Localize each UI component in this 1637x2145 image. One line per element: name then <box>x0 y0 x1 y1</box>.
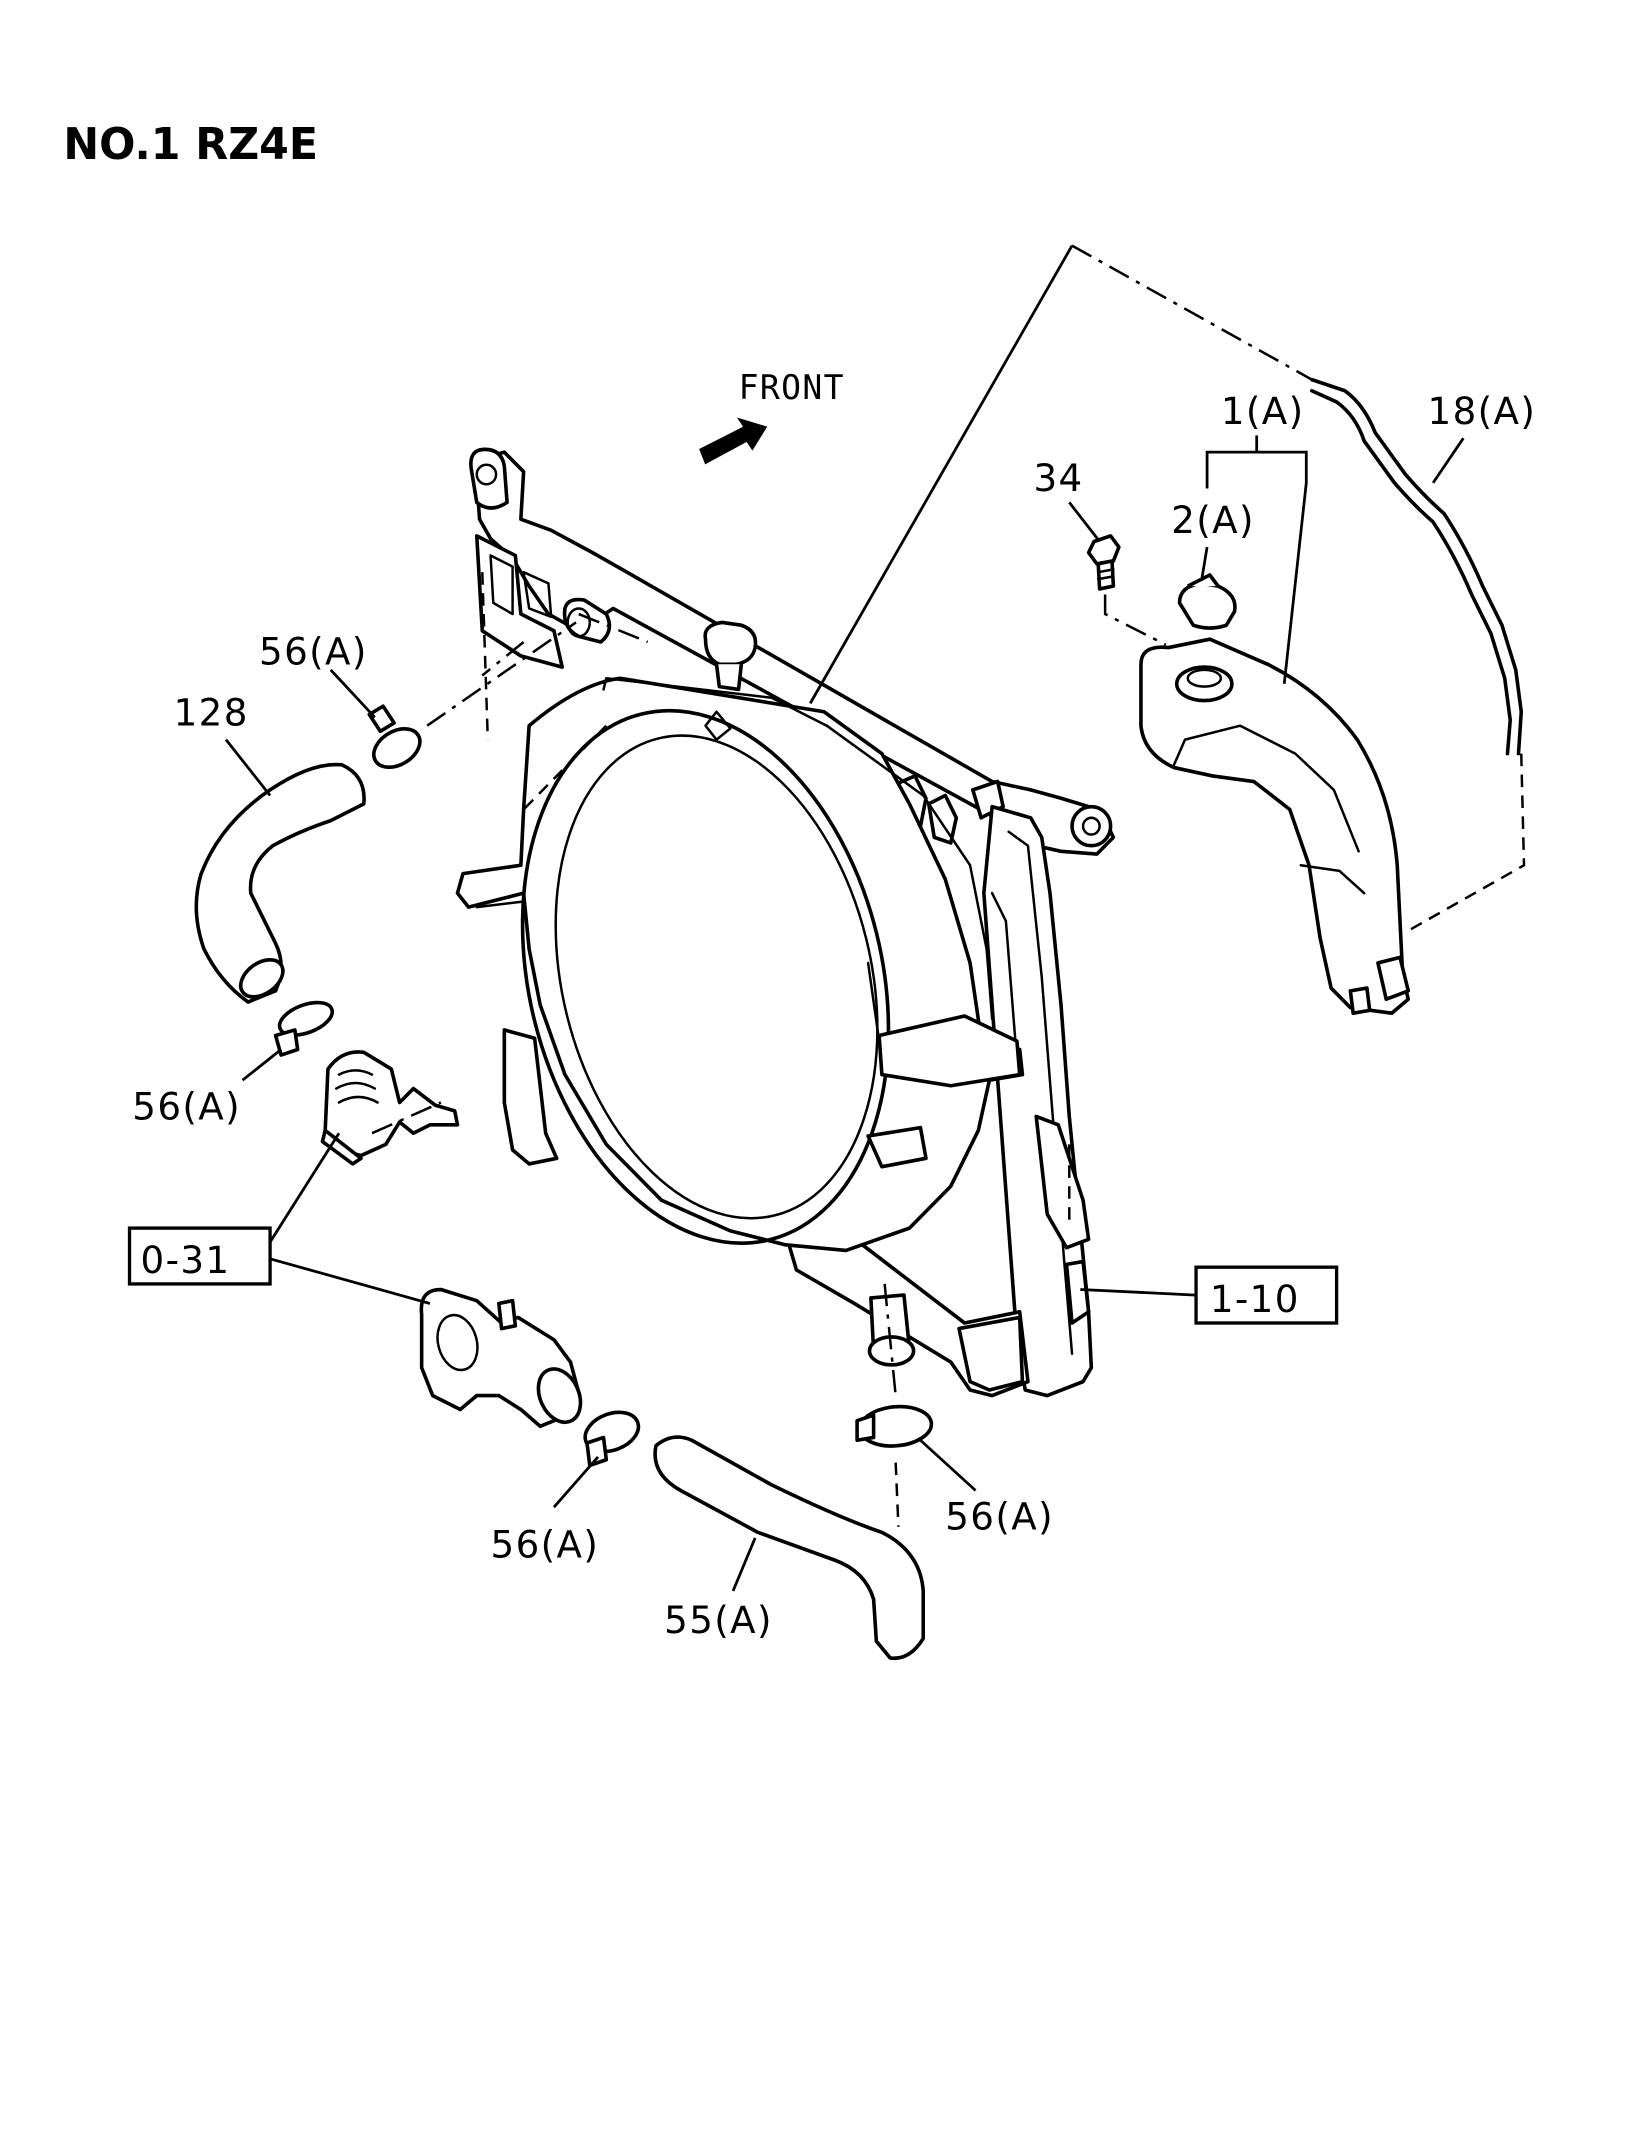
callout-56A-top: 56(A) <box>259 629 368 673</box>
reference-box-1-10[interactable]: 1-10 <box>1194 1265 1339 1325</box>
callout-56A-left: 56(A) <box>132 1084 241 1128</box>
hose-clamp-left <box>273 1000 335 1057</box>
assembly-lines <box>371 244 1526 1527</box>
callout-55A: 55(A) <box>664 1598 773 1642</box>
callout-56A-right: 56(A) <box>945 1494 1054 1538</box>
thermostat-housing <box>419 1287 583 1429</box>
page-title: NO.1 RZ4E <box>63 120 318 170</box>
bolt-34 <box>1086 534 1121 591</box>
overflow-hose <box>1310 377 1524 756</box>
reserve-tank-cap <box>1177 573 1237 630</box>
callout-18A: 18(A) <box>1428 389 1537 433</box>
hose-clamp-right <box>855 1404 934 1448</box>
reserve-tank <box>1139 637 1411 1016</box>
callout-56A-mid: 56(A) <box>491 1522 600 1566</box>
hose-clamp-upper <box>367 704 422 770</box>
hose-clamp-middle <box>583 1410 641 1468</box>
callout-128: 128 <box>174 690 249 734</box>
reference-text-0-31: 0-31 <box>141 1238 231 1282</box>
leader-lines <box>224 435 1465 1592</box>
front-label: FRONT <box>739 368 845 407</box>
water-outlet-upper <box>320 1050 460 1166</box>
callout-34: 34 <box>1033 456 1083 500</box>
reference-text-1-10: 1-10 <box>1210 1277 1300 1321</box>
reference-box-0-31[interactable]: 0-31 <box>127 1226 272 1286</box>
radiator-assembly <box>455 447 1116 1398</box>
front-arrow-icon <box>699 417 768 465</box>
callout-2A: 2(A) <box>1171 498 1255 542</box>
lower-hose-55 <box>653 1435 926 1661</box>
callout-1A: 1(A) <box>1221 389 1305 433</box>
upper-hose-128 <box>194 762 366 1004</box>
